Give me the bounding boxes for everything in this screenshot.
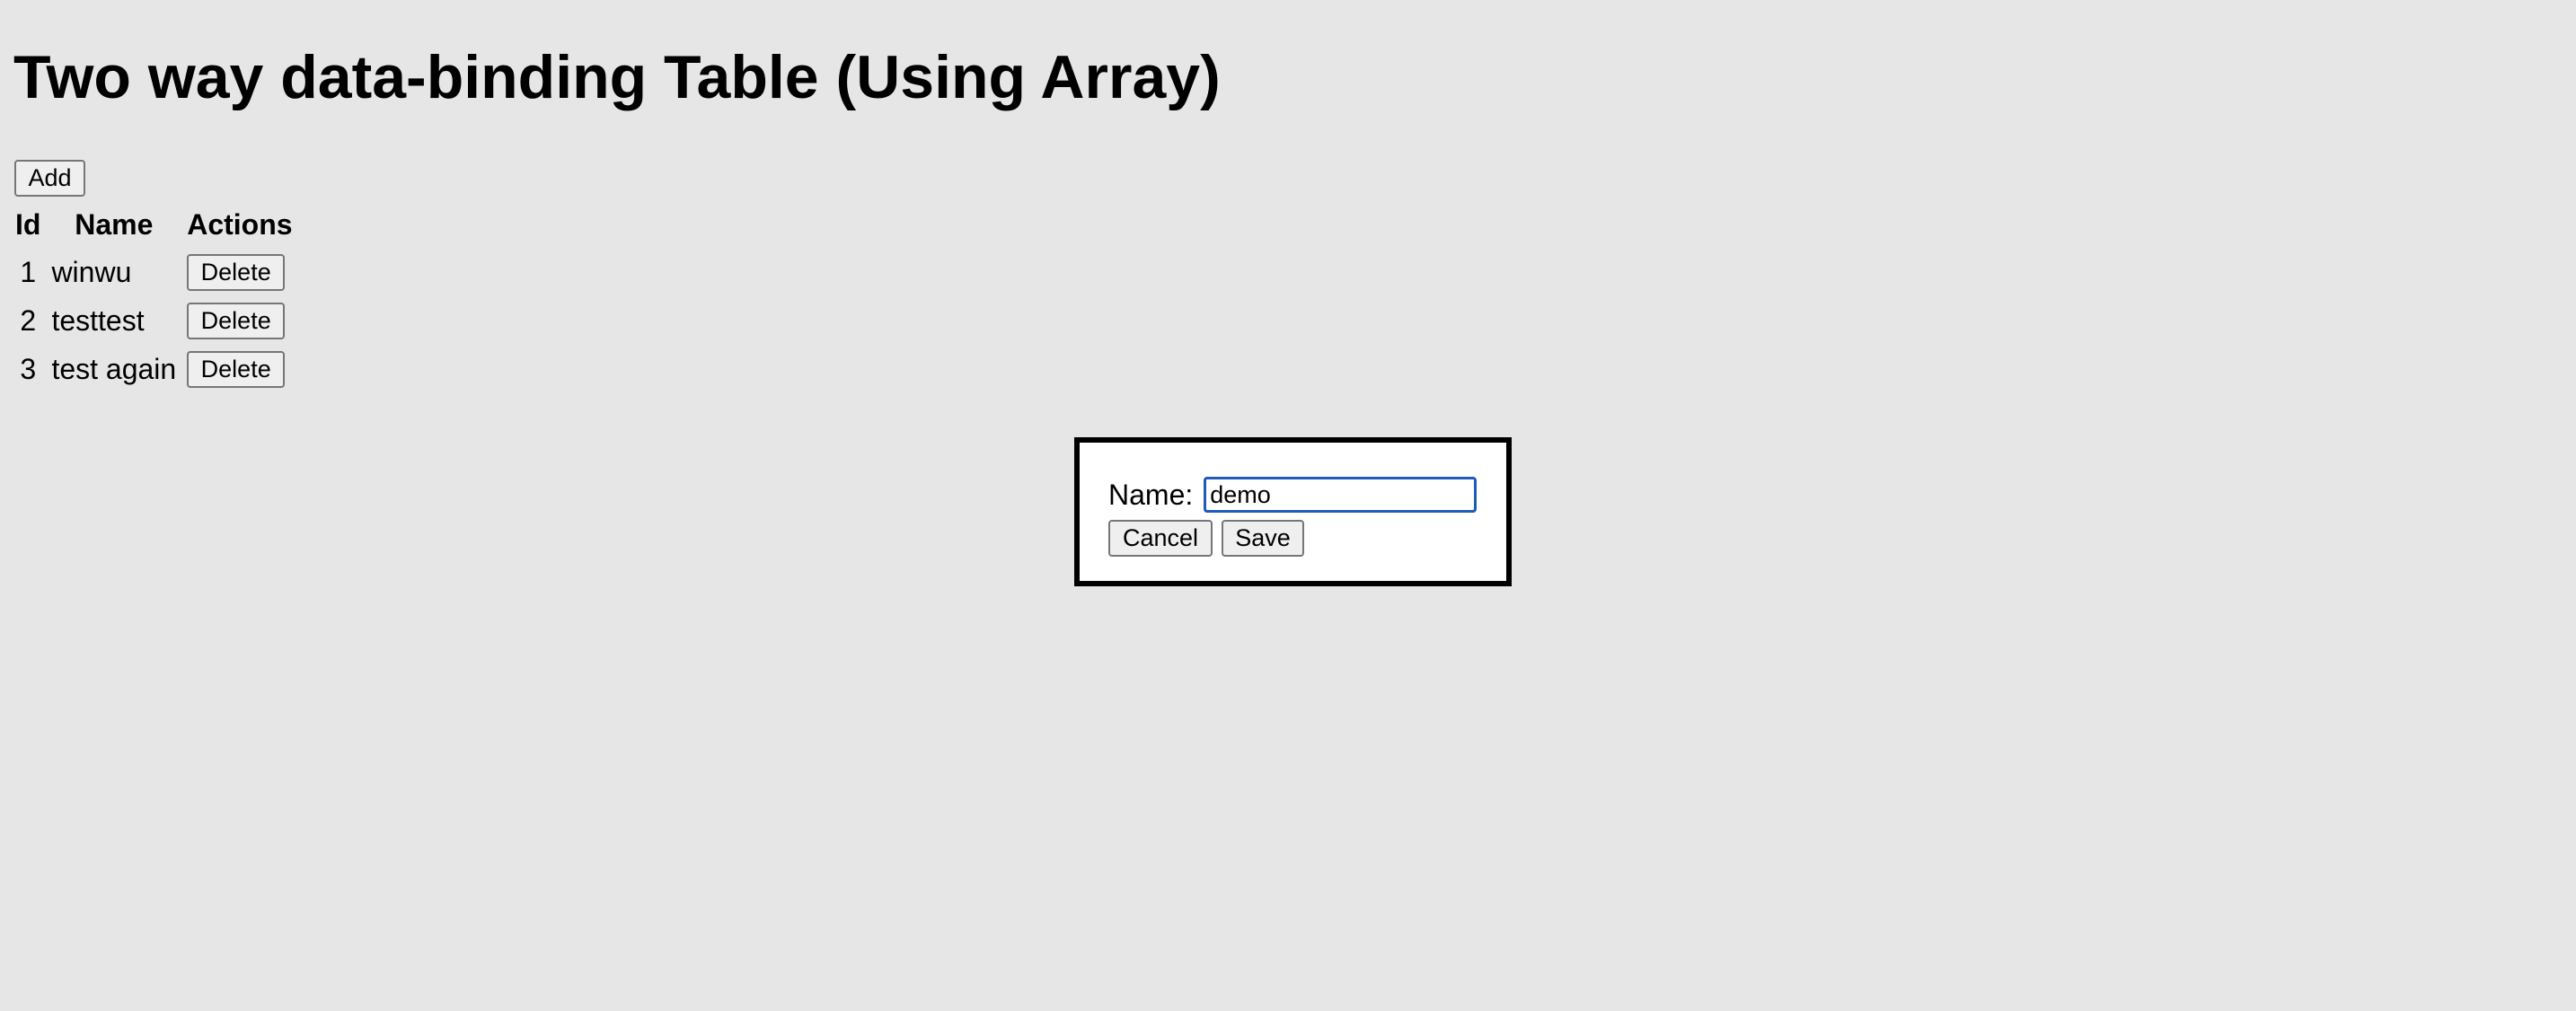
column-header-actions: Actions	[187, 207, 293, 241]
name-input[interactable]	[1204, 477, 1478, 513]
row-name: testtest	[51, 303, 145, 337]
table-row: 3 test again Delete	[13, 347, 295, 391]
edit-dialog: Name: Cancel Save	[1074, 437, 1512, 586]
delete-button[interactable]: Delete	[187, 253, 286, 291]
column-header-name: Name	[75, 207, 154, 241]
row-actions: Delete	[185, 250, 294, 295]
add-button[interactable]: Add	[14, 160, 85, 197]
row-id: 3	[20, 352, 37, 385]
row-id: 1	[20, 255, 37, 288]
row-id: 2	[20, 303, 37, 337]
page-title: Two way data-binding Table (Using Array)	[13, 43, 1221, 111]
table-row: 2 testtest Delete	[13, 298, 295, 343]
delete-button[interactable]: Delete	[187, 350, 286, 388]
name-label: Name:	[1108, 478, 1194, 511]
column-header-id: Id	[15, 207, 41, 241]
row-actions: Delete	[185, 347, 294, 391]
data-table: Id Name Actions 1 winwu Delete 2 testtes…	[6, 199, 302, 395]
table-row: 1 winwu Delete	[13, 250, 295, 295]
name-field-row: Name:	[1108, 477, 1478, 513]
table-header-row: Id Name Actions	[13, 203, 295, 246]
row-actions: Delete	[185, 298, 294, 343]
dialog-actions: Cancel Save	[1108, 520, 1304, 557]
save-button[interactable]: Save	[1222, 520, 1304, 557]
delete-button[interactable]: Delete	[187, 302, 286, 339]
row-name: test again	[51, 352, 177, 385]
cancel-button[interactable]: Cancel	[1108, 520, 1213, 557]
row-name: winwu	[51, 255, 132, 288]
